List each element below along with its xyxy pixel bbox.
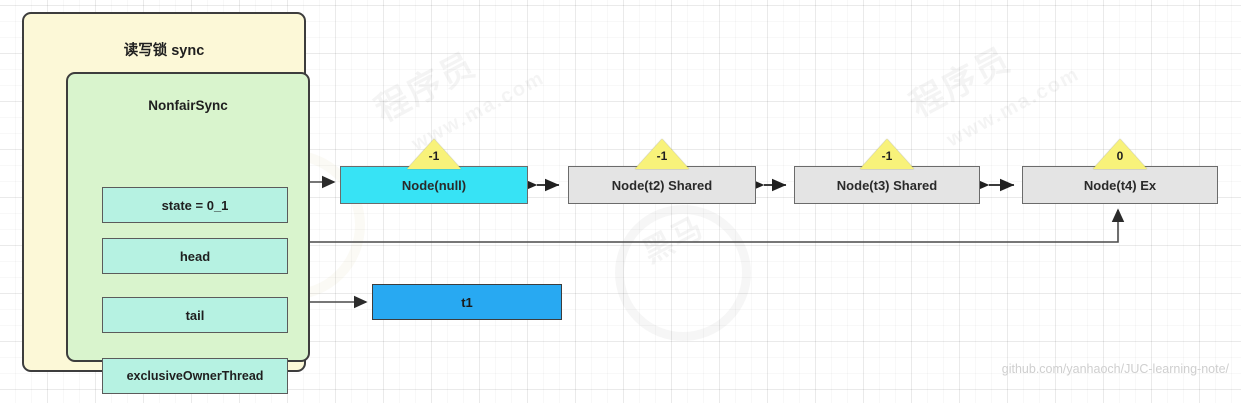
- wait-status-badge-3: 0: [1093, 139, 1147, 169]
- nonfair-sync-panel: NonfairSync state = 0_1 head tail exclus…: [66, 72, 310, 394]
- sync-panel: 读写锁 sync NonfairSync state = 0_1 head ta…: [22, 12, 310, 394]
- queue-node-1: Node(t2) Shared: [568, 166, 756, 204]
- field-state: state = 0_1: [102, 187, 288, 223]
- field-head: head: [102, 238, 288, 274]
- owner-thread-box: t1: [372, 284, 562, 320]
- wait-status-value-3: 0: [1116, 149, 1124, 163]
- sync-panel-title: 读写锁 sync: [123, 43, 205, 59]
- field-exclusive-owner-thread: exclusiveOwnerThread: [102, 358, 288, 394]
- nonfair-sync-title: NonfairSync: [148, 98, 228, 113]
- footer-watermark: github.com/yanhaoch/JUC-learning-note/: [1001, 362, 1229, 376]
- queue-node-0: Node(null): [340, 166, 528, 204]
- wait-status-badge-0: -1: [407, 139, 461, 169]
- wait-status-value-2: -1: [881, 149, 893, 163]
- triangle-icon: [860, 139, 914, 169]
- wait-status-badge-1: -1: [635, 139, 689, 169]
- queue-node-3: Node(t4) Ex: [1022, 166, 1218, 204]
- queue-node-2: Node(t3) Shared: [794, 166, 980, 204]
- triangle-icon: [1093, 139, 1147, 169]
- triangle-icon: [407, 139, 461, 169]
- field-tail: tail: [102, 297, 288, 333]
- wait-status-value-1: -1: [656, 149, 668, 163]
- wait-status-value-0: -1: [428, 149, 440, 163]
- wait-status-badge-2: -1: [860, 139, 914, 169]
- triangle-icon: [635, 139, 689, 169]
